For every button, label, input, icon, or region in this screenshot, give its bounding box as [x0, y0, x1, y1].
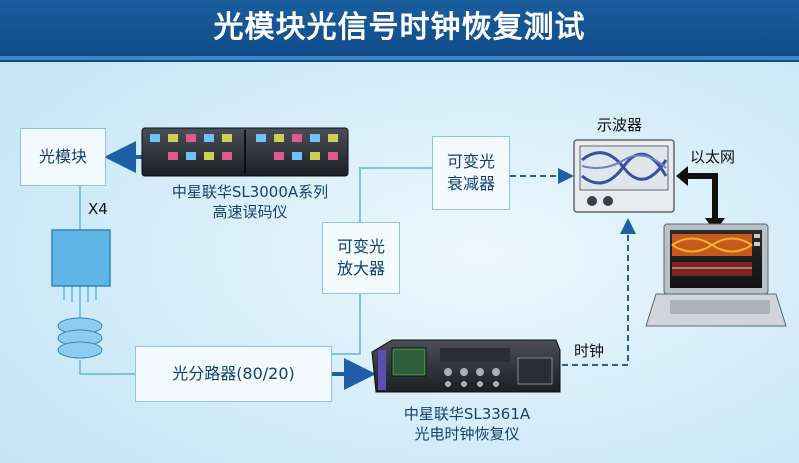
splitter-box: 光分路器(80/20)	[135, 346, 332, 402]
mux-connector-icon	[51, 229, 111, 287]
cdr-device-icon	[371, 339, 561, 393]
oscilloscope-icon	[573, 139, 675, 213]
bert-device-icon	[141, 127, 349, 177]
oscilloscope-label: 示波器	[597, 116, 643, 134]
optical-module-label: 光模块	[38, 147, 87, 166]
diagram-title: 光模块光信号时钟恢复测试	[213, 10, 586, 45]
clock-label: 时钟	[574, 342, 605, 360]
arrows	[104, 141, 725, 390]
attenuator-label: 可变光 衰减器	[446, 152, 495, 193]
cdr-caption: 中星联华SL3361A 光电时钟恢复仪	[403, 405, 531, 443]
fiber-fanout	[63, 285, 97, 302]
ethernet-arrowhead-left	[676, 166, 688, 186]
ethernet-link	[680, 173, 718, 222]
x4-label: X4	[88, 200, 108, 218]
laptop-icon	[645, 223, 787, 327]
fiber-to-splitter	[79, 360, 135, 375]
title-bar	[0, 0, 799, 62]
fiber-spool-icon	[57, 317, 103, 359]
ethernet-label: 以太网	[690, 148, 736, 166]
attenuator-box: 可变光 衰减器	[432, 136, 510, 210]
title-underline	[0, 56, 799, 60]
splitter-label: 光分路器(80/20)	[172, 364, 295, 383]
bert-caption: 中星联华SL3000A系列 高速误码仪	[171, 183, 329, 221]
optical-module-box: 光模块	[20, 128, 106, 186]
amplifier-box: 可变光 放大器	[322, 222, 400, 294]
arrow-clock-to-scope	[562, 218, 636, 366]
amplifier-label: 可变光 放大器	[336, 237, 385, 278]
